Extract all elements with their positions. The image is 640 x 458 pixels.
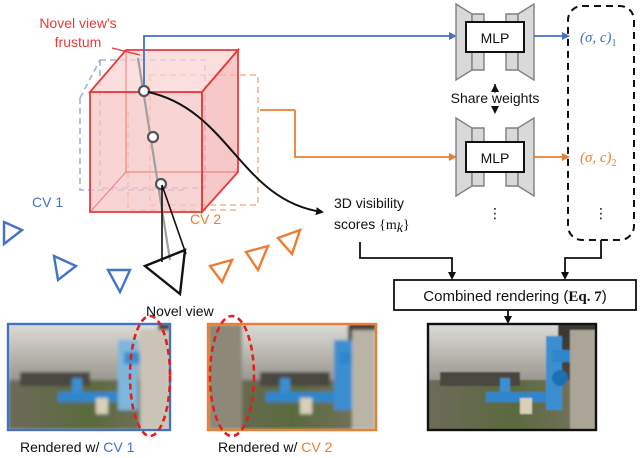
share-weights-label: Share weights [451,90,540,106]
mlp-top-box [465,21,525,53]
rendered-cv2-caption: Rendered w/ CV 2 [218,439,333,455]
cv2-camera-1 [207,258,235,285]
cv2-cameras [207,228,302,285]
mlp-bottom-group: MLP [455,116,535,198]
rendered-image-combined [426,322,598,432]
sample-point-2 [146,130,160,144]
cv2-feature-arrow [294,110,457,161]
rendered-image-combined-frame [426,322,598,432]
sample-point-3 [154,177,168,191]
output-ellipsis: ⋮ [594,205,608,221]
rendered-cv1-caption: Rendered w/ CV 1 [20,439,135,455]
visibility-label-line2: scores {mk} [334,216,410,236]
frustum-label-line1: Novel view's [39,15,116,31]
rendered-image-cv1 [6,314,172,438]
output-top-label: (σ, c)1 [580,30,617,49]
cv1-feature-arrow [143,32,457,86]
frustum-label-line2: frustum [55,34,102,50]
visibility-label-line1: 3D visibility [334,195,404,211]
cv1-camera-2 [52,253,79,283]
cv1-camera-1 [2,220,25,247]
rendered-image-cv2-frame [206,322,378,432]
mlp-top-label: MLP [481,30,510,46]
artifact-highlight-cv2 [208,314,256,438]
novel-view-camera [142,248,187,297]
combined-rendering-box [393,279,637,311]
mlp-bottom-label: MLP [481,150,510,166]
rendered-image-cv2 [206,314,378,438]
output-bottom-label: (σ, c)2 [580,150,617,169]
sample-point-1 [137,84,151,98]
cv1-cameras [2,220,132,295]
mlp-ellipsis: ⋮ [488,205,502,221]
novel-view-label: Novel view [146,303,215,319]
mlp-top-group: MLP [455,2,535,82]
visibility-arrow [147,91,324,216]
cv1-camera-3 [105,268,132,295]
frustum-pointer [111,47,141,56]
mlp-bottom-box [465,141,525,173]
cv2-label: CV 2 [190,211,221,227]
cv2-camera-2 [244,244,271,273]
combined-rendering-label: Combined rendering (Eq. 7) [423,288,606,305]
frustum-cube [79,47,259,215]
artifact-highlight-cv1 [128,314,172,438]
cv1-label: CV 1 [32,194,63,210]
cv2-camera-3 [275,228,302,257]
